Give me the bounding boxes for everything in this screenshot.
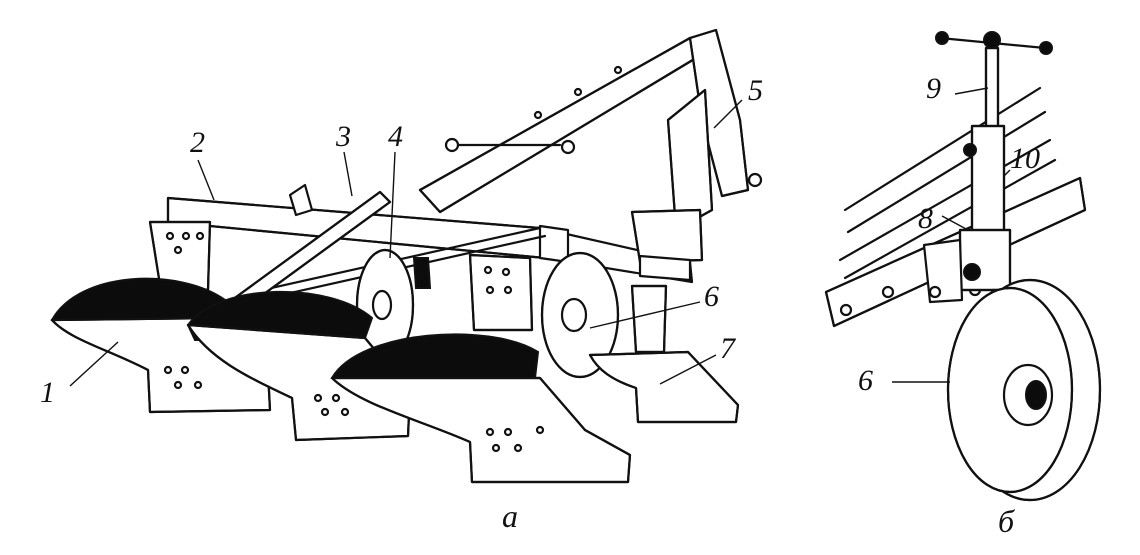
main-beam — [148, 183, 704, 292]
callout-9: 9 — [926, 72, 941, 105]
hitch-frame — [418, 28, 763, 232]
panel-a-caption: а — [502, 498, 518, 534]
callout-3: 3 — [336, 120, 351, 153]
callout-2: 2 — [190, 126, 205, 159]
callout-7: 7 — [720, 332, 735, 365]
callout-6-panel-a: 6 — [704, 280, 719, 313]
panel-b-caption: б — [998, 503, 1015, 539]
callout-10: 10 — [1010, 142, 1040, 175]
callout-6-panel-b: 6 — [858, 364, 873, 397]
depth-wheel-assembly — [824, 31, 1102, 502]
plough-body-3 — [330, 333, 632, 484]
callout-5: 5 — [748, 74, 763, 107]
callout-1: 1 — [40, 376, 55, 409]
plough-assembly — [50, 28, 763, 484]
callout-8: 8 — [918, 202, 933, 235]
rear-disc — [468, 251, 620, 379]
skimmer — [588, 284, 740, 424]
callout-4: 4 — [388, 120, 403, 153]
plough-body-2 — [186, 290, 412, 442]
